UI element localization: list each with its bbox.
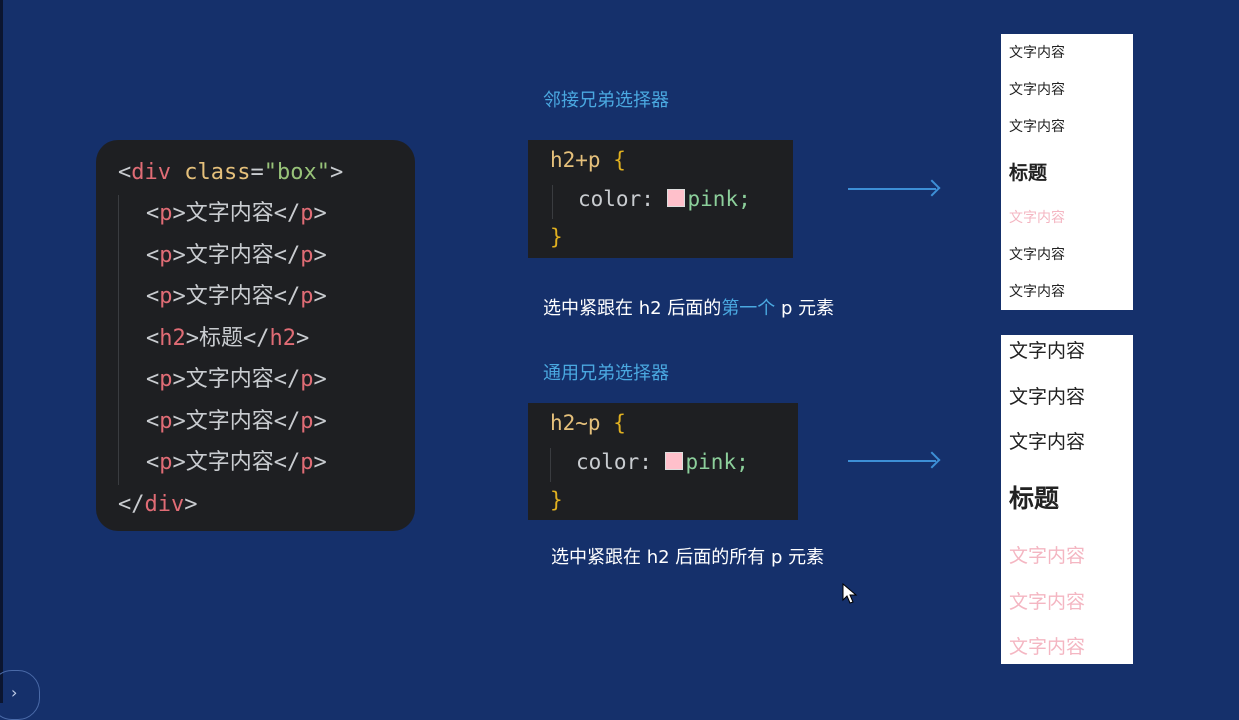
code-line-p: <p>文字内容</p> [146,243,327,268]
code-line-h2: <h2>标题</h2> [146,326,310,351]
css-close-brace: } [550,225,563,249]
css-selector-line: h2+p { [550,148,626,172]
chevron-right-icon: › [11,683,18,702]
preview-paragraph: 文字内容 [1009,247,1065,263]
adjacent-preview-panel: 文字内容 文字内容 文字内容 标题 文字内容 文字内容 文字内容 [1001,34,1133,310]
color-swatch [664,452,683,470]
html-code-block: <div class="box"> <p>文字内容</p> <p>文字内容</p… [96,140,415,531]
indent-guide [550,448,551,482]
adjacent-css-block: h2+p { color: pink; } [528,140,793,258]
arrow-right-icon [848,188,936,190]
code-line-p: <p>文字内容</p> [146,367,327,392]
preview-paragraph: 文字内容 [1009,45,1065,61]
arrow-right-icon [848,460,936,462]
preview-paragraph: 文字内容 [1009,82,1065,98]
code-line-p: <p>文字内容</p> [146,201,327,226]
preview-paragraph-pink: 文字内容 [1009,545,1086,567]
general-description: 选中紧跟在 h2 后面的所有 p 元素 [551,547,825,568]
general-sibling-label: 通用兄弟选择器 [543,363,669,384]
preview-paragraph-pink: 文字内容 [1009,210,1065,226]
preview-heading: 标题 [1009,162,1048,184]
css-declaration: color: pink; [578,187,751,211]
color-swatch [666,189,685,207]
preview-paragraph: 文字内容 [1009,284,1065,300]
mouse-cursor-icon [842,583,858,604]
preview-paragraph: 文字内容 [1009,386,1086,408]
code-line-p: <p>文字内容</p> [146,409,327,434]
general-css-block: h2~p { color: pink; } [528,403,798,520]
preview-paragraph: 文字内容 [1009,119,1065,135]
code-line-p: <p>文字内容</p> [146,284,327,309]
code-line-div-open: <div class="box"> [118,160,344,185]
code-line-div-close: </div> [118,492,198,517]
css-declaration: color: pink; [576,450,749,474]
preview-heading: 标题 [1009,484,1060,513]
preview-paragraph: 文字内容 [1009,431,1086,453]
preview-paragraph-pink: 文字内容 [1009,636,1086,658]
side-expand-button[interactable]: › [0,670,40,720]
indent-guide [552,185,553,219]
adjacent-description: 选中紧跟在 h2 后面的第一个 p 元素 [543,298,835,319]
general-preview-panel: 文字内容 文字内容 文字内容 标题 文字内容 文字内容 文字内容 [1001,335,1133,664]
window-edge [0,0,3,703]
css-selector-line: h2~p { [550,411,626,435]
css-close-brace: } [550,488,563,512]
code-line-p: <p>文字内容</p> [146,450,327,475]
preview-paragraph-pink: 文字内容 [1009,591,1086,613]
adjacent-sibling-label: 邻接兄弟选择器 [543,90,669,111]
preview-paragraph: 文字内容 [1009,340,1086,362]
indent-guide [118,195,119,485]
